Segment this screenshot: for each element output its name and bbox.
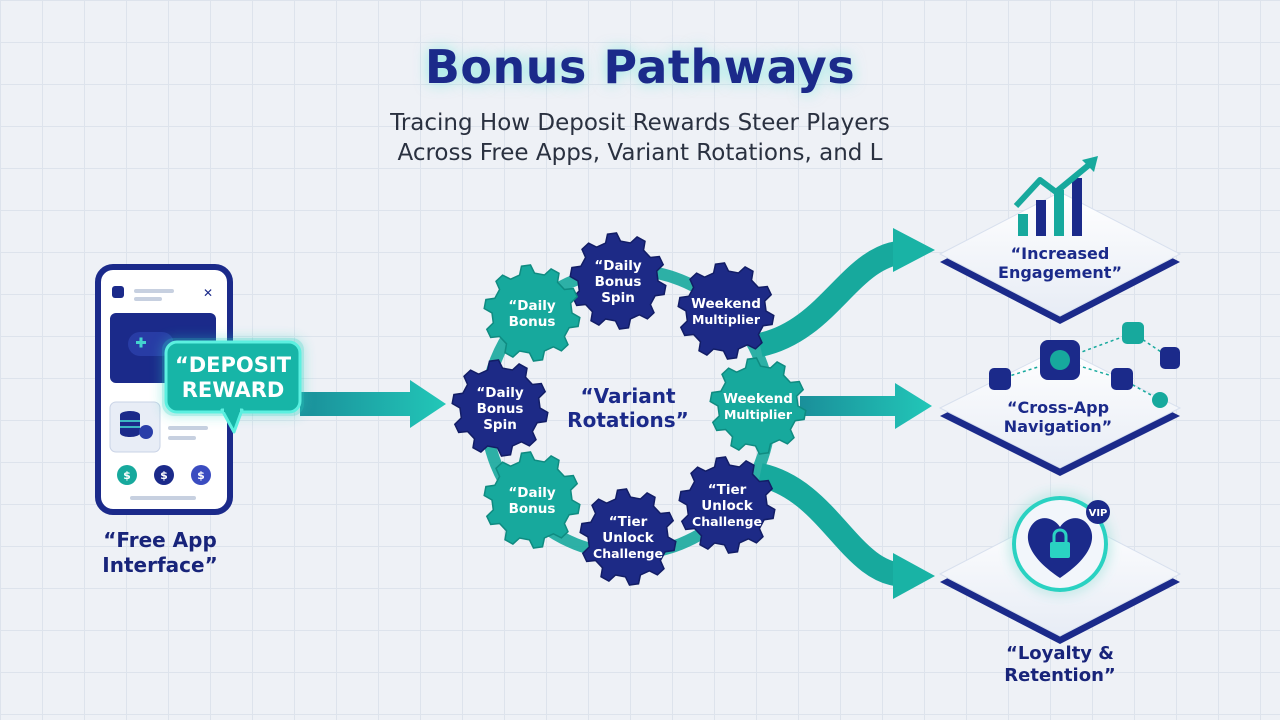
callout-line-1: “DEPOSIT <box>175 353 292 377</box>
gear-shape <box>709 357 807 455</box>
gear-label-line: Weekend <box>691 296 761 312</box>
gear-shape <box>483 264 581 362</box>
gear-shape <box>569 232 667 330</box>
gear-shape <box>677 262 775 360</box>
navigation-label-line-1: “Cross-App <box>1007 398 1109 417</box>
vip-badge: VIP <box>1086 500 1110 524</box>
free-app-caption-line-1: “Free App <box>103 528 217 552</box>
callout-line-2: REWARD <box>182 378 285 402</box>
database-coins-icon <box>120 411 153 439</box>
gear-shape <box>678 456 776 554</box>
app-network-icon <box>989 322 1180 408</box>
coin-icon[interactable]: $ <box>191 465 211 485</box>
gear-label-line: “Daily <box>508 485 555 501</box>
gear-label-line: Bonus <box>509 314 556 330</box>
subtitle-line-1: Tracing How Deposit Rewards Steer Player… <box>390 110 890 136</box>
gear-label-line: Unlock <box>701 498 753 514</box>
svg-text:$: $ <box>197 469 205 482</box>
gear-label-line: “Tier <box>708 482 747 498</box>
gear-label-line: Bonus <box>477 401 524 417</box>
free-app-caption: “Free App Interface” <box>70 528 250 578</box>
gear-label-line: “Daily <box>594 258 641 274</box>
gear-label-line: Spin <box>601 290 635 306</box>
arrow-to-loyalty <box>756 463 935 599</box>
app-logo-icon <box>112 286 124 298</box>
svg-text:$: $ <box>123 469 131 482</box>
home-indicator <box>130 496 196 500</box>
gear-shape <box>483 451 581 549</box>
heart-lock-icon <box>1012 496 1108 592</box>
platform-loyalty: VIP <box>938 496 1182 644</box>
center-label-line-1: “Variant <box>580 384 675 408</box>
svg-text:VIP: VIP <box>1089 508 1108 519</box>
loyalty-label-line-2: Retention” <box>1004 665 1116 686</box>
deposit-reward-callout: “DEPOSIT REWARD <box>162 338 304 434</box>
navigation-label-line-2: Navigation” <box>1004 417 1112 436</box>
page-title: Bonus Pathways <box>424 40 856 94</box>
gear-label-line: Unlock <box>602 530 654 546</box>
platform-engagement: “Increased Engagement” <box>938 156 1182 324</box>
free-app-caption-line-2: Interface” <box>102 553 218 577</box>
loyalty-label-line-1: “Loyalty & <box>1005 643 1115 664</box>
engagement-label-line-2: Engagement” <box>998 263 1122 282</box>
svg-text:$: $ <box>160 469 168 482</box>
platform-navigation: “Cross-App Navigation” <box>938 322 1182 476</box>
coin-icon[interactable]: $ <box>154 465 174 485</box>
engagement-label-line-1: “Increased <box>1011 244 1110 263</box>
gear-label-line: Bonus <box>509 501 556 517</box>
arrow-to-engagement <box>756 228 935 357</box>
arrow-to-navigation <box>800 383 932 429</box>
gear-label-line: Spin <box>483 417 517 433</box>
gear-label-line: Challenge <box>692 514 762 529</box>
growth-chart-icon <box>1013 156 1098 236</box>
gear-shape <box>451 359 549 457</box>
gear-label-line: “Daily <box>508 298 555 314</box>
gear-label-line: Challenge <box>593 546 663 561</box>
gear-shape <box>579 488 677 586</box>
gear-label-line: Weekend <box>723 391 793 407</box>
subtitle-line-2: Across Free Apps, Variant Rotations, and… <box>397 140 883 166</box>
gear-label-line: Multiplier <box>724 407 793 422</box>
arrow-to-rotations <box>300 380 446 428</box>
gear-label-line: “Tier <box>609 514 648 530</box>
close-icon[interactable]: ✕ <box>203 286 213 300</box>
gear-label-line: Multiplier <box>692 312 761 327</box>
gear-label-line: “Daily <box>476 385 523 401</box>
coin-icon[interactable]: $ <box>117 465 137 485</box>
loyalty-caption: “Loyalty & Retention” <box>975 643 1145 687</box>
gear-label-line: Bonus <box>595 274 642 290</box>
center-label-line-2: Rotations” <box>567 408 689 432</box>
